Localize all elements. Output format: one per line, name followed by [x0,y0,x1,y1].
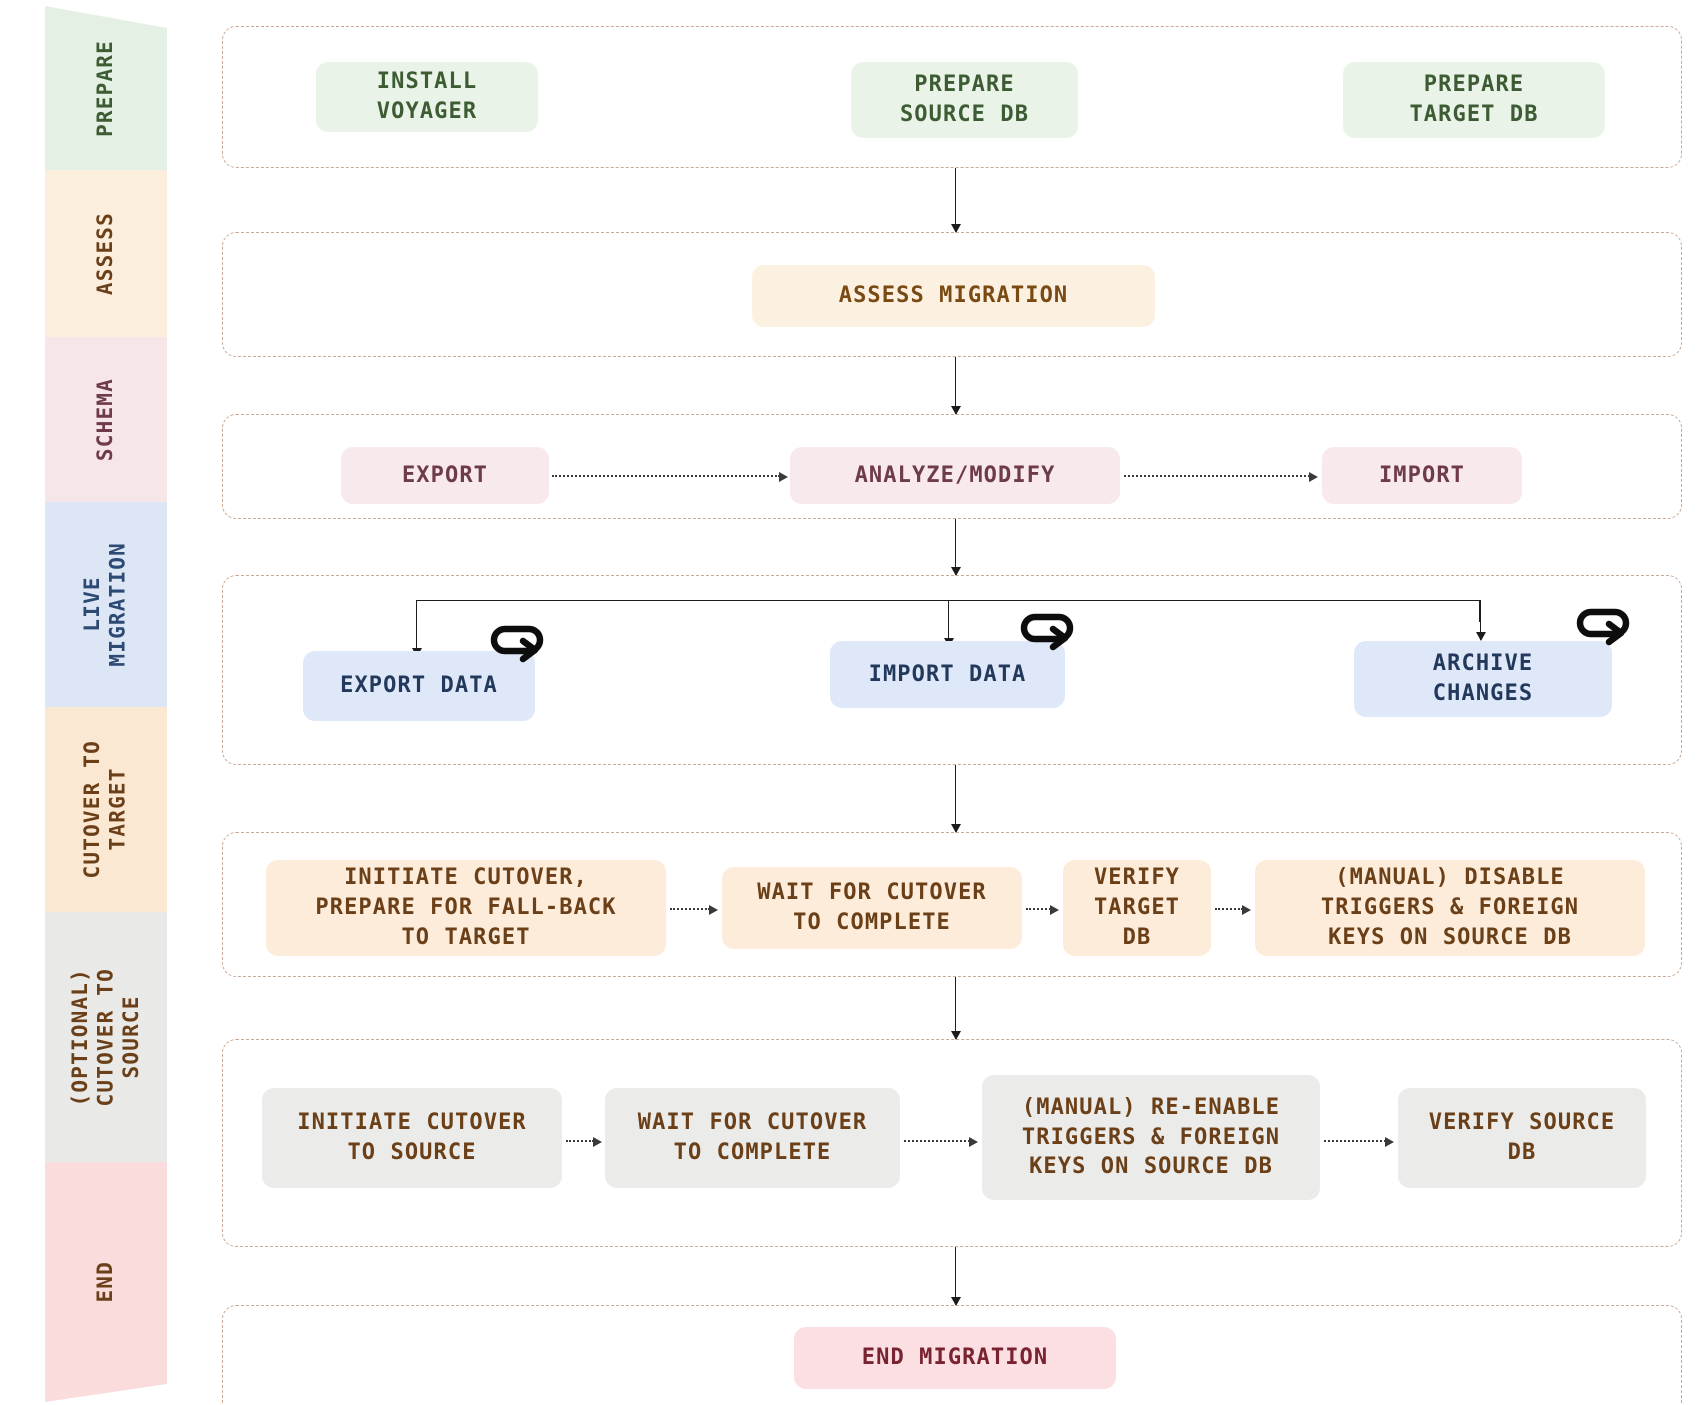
node-wait-cutover-source[interactable]: WAIT FOR CUTOVER TO COMPLETE [605,1088,900,1188]
node-label: (MANUAL) RE-ENABLE TRIGGERS & FOREIGN KE… [1021,1094,1281,1180]
phase-label-end: END [93,1261,118,1303]
phase-label-cutover-target: CUTOVER TO TARGET [80,740,130,879]
node-label: IMPORT [1378,462,1466,488]
node-label: WAIT FOR CUTOVER TO COMPLETE [757,880,987,935]
phase-label-cutover-source: (OPTIONAL) CUTOVER TO SOURCE [67,967,143,1107]
connector-cutover-source-to-end [950,1247,961,1306]
node-label: VERIFY SOURCE DB [1428,1110,1616,1165]
node-import-data[interactable]: IMPORT DATA [830,641,1065,708]
phase-ribbon: PREPARE ASSESS SCHEMA LIVE MIGRATION CUT… [45,0,167,1405]
node-label: EXPORT DATA [340,673,498,699]
node-initiate-cutover-target[interactable]: INITIATE CUTOVER, PREPARE FOR FALL-BACK … [266,860,666,956]
node-disable-triggers[interactable]: (MANUAL) DISABLE TRIGGERS & FOREIGN KEYS… [1255,860,1645,956]
row-container-assess [222,232,1682,357]
phase-assess[interactable]: ASSESS [45,170,167,337]
node-label: INITIATE CUTOVER, PREPARE FOR FALL-BACK … [315,865,617,950]
node-label: VERIFY TARGET DB [1093,865,1181,950]
connector-wait-to-verify-target [1026,904,1059,915]
connector-cutover-target-to-cutover-source [950,977,961,1040]
node-label: (MANUAL) DISABLE TRIGGERS & FOREIGN KEYS… [1320,865,1580,950]
node-label: ARCHIVE CHANGES [1432,651,1534,706]
node-assess-migration[interactable]: ASSESS MIGRATION [752,265,1155,327]
row-container-prepare [222,26,1682,168]
phase-prepare[interactable]: PREPARE [45,6,167,170]
row-container-schema [222,414,1682,519]
fanout-stub-archive-changes [1475,600,1486,641]
node-label: INSTALL VOYAGER [376,69,478,124]
connector-initiate-to-wait-target [670,904,718,915]
node-label: IMPORT DATA [868,661,1027,687]
phase-cutover-source[interactable]: (OPTIONAL) CUTOVER TO SOURCE [45,912,167,1162]
phase-end[interactable]: END [45,1162,167,1402]
node-schema-import[interactable]: IMPORT [1322,447,1522,504]
phase-cutover-target[interactable]: CUTOVER TO TARGET [45,707,167,912]
node-export-data[interactable]: EXPORT DATA [303,651,535,721]
connector-live-migration-to-cutover-target [950,765,961,833]
phase-schema[interactable]: SCHEMA [45,337,167,502]
node-verify-target-db[interactable]: VERIFY TARGET DB [1063,860,1211,956]
fanout-stub-import-data [943,600,954,647]
node-label: WAIT FOR CUTOVER TO COMPLETE [637,1110,868,1165]
connector-verify-to-disable-target [1215,904,1251,915]
node-reenable-triggers[interactable]: (MANUAL) RE-ENABLE TRIGGERS & FOREIGN KE… [982,1075,1320,1200]
connector-prepare-to-assess [950,168,961,233]
node-schema-analyze-modify[interactable]: ANALYZE/MODIFY [790,447,1120,504]
phase-label-prepare: PREPARE [93,39,118,137]
node-initiate-cutover-source[interactable]: INITIATE CUTOVER TO SOURCE [262,1088,562,1188]
connector-analyze-to-import [1124,471,1318,482]
node-label: EXPORT [401,462,489,488]
connector-assess-to-schema [950,357,961,415]
node-prepare-source-db[interactable]: PREPARE SOURCE DB [851,62,1078,138]
node-label: ANALYZE/MODIFY [854,462,1056,488]
node-end-migration[interactable]: END MIGRATION [794,1327,1116,1389]
node-verify-source-db[interactable]: VERIFY SOURCE DB [1398,1088,1646,1188]
fanout-stub-export-data [411,600,422,657]
node-wait-cutover-target[interactable]: WAIT FOR CUTOVER TO COMPLETE [722,867,1022,949]
phase-live-migration[interactable]: LIVE MIGRATION [45,502,167,707]
node-label: ASSESS MIGRATION [838,283,1069,309]
row-container-cutover-target [222,832,1682,977]
connector-wait-to-reenable-source [904,1136,978,1147]
connector-export-to-analyze [552,471,788,482]
node-label: PREPARE TARGET DB [1409,72,1539,127]
phase-label-assess: ASSESS [93,211,118,296]
node-prepare-target-db[interactable]: PREPARE TARGET DB [1343,62,1605,138]
node-install-voyager[interactable]: INSTALL VOYAGER [316,62,538,132]
phase-label-live-migration: LIVE MIGRATION [80,542,130,667]
connector-schema-to-live-migration [950,519,961,576]
row-container-end [222,1305,1682,1405]
loop-repeat-icon [1015,605,1077,657]
node-label: END MIGRATION [861,1345,1049,1371]
node-schema-export[interactable]: EXPORT [341,447,549,504]
phase-label-schema: SCHEMA [93,377,118,462]
loop-repeat-icon [1571,600,1633,652]
node-label: INITIATE CUTOVER TO SOURCE [297,1110,527,1165]
node-label: PREPARE SOURCE DB [899,72,1030,127]
loop-repeat-icon [485,617,547,669]
connector-initiate-to-wait-source [566,1136,602,1147]
row-container-live-migration [222,575,1682,765]
row-container-cutover-source [222,1039,1682,1247]
connector-reenable-to-verify-source [1324,1136,1394,1147]
node-archive-changes[interactable]: ARCHIVE CHANGES [1354,641,1612,717]
